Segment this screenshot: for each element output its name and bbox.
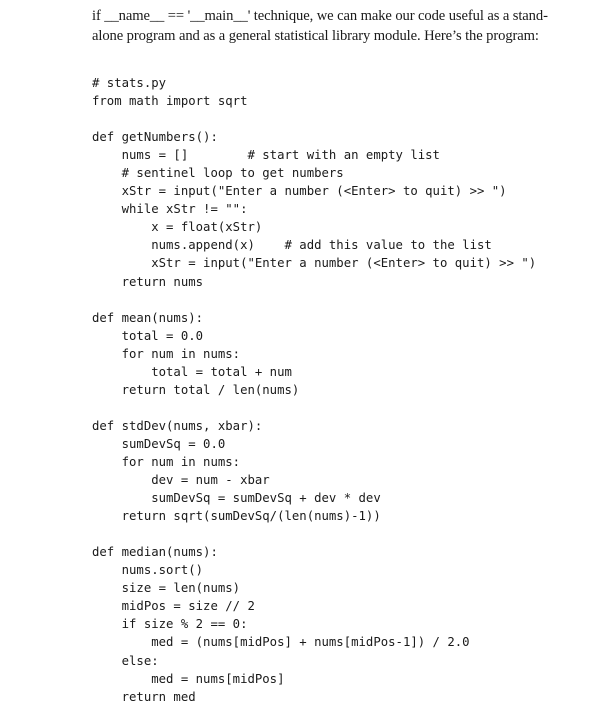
code-line: from math import sqrt xyxy=(92,94,248,109)
code-line: # stats.py xyxy=(92,76,167,90)
code-line: for num in nums: xyxy=(92,346,241,361)
code-line: def median(nums): xyxy=(92,545,218,560)
code-line: xStr = input("Enter a number (<Enter> to… xyxy=(92,256,537,271)
code-line xyxy=(92,525,536,543)
code-line: dev = num - xbar xyxy=(92,473,270,488)
code-line: else: xyxy=(92,653,159,668)
code-line: nums = [] # start with an empty list xyxy=(92,148,440,163)
code-line: return med xyxy=(92,689,196,704)
code-line: size = len(nums) xyxy=(92,581,241,596)
intro-paragraph: if __name__ == '__main__' technique, we … xyxy=(92,6,602,46)
code-line: if size % 2 == 0: xyxy=(92,617,248,632)
code-line: while xStr != "": xyxy=(92,202,248,217)
code-line: def stdDev(nums, xbar): xyxy=(92,418,263,433)
code-line: return sqrt(sumDevSq/(len(nums)-1)) xyxy=(92,509,381,524)
code-line: def mean(nums): xyxy=(92,310,204,325)
code-line: xStr = input("Enter a number (<Enter> to… xyxy=(92,184,507,199)
code-line xyxy=(92,399,536,417)
code-line: for num in nums: xyxy=(92,454,241,469)
code-line: midPos = size // 2 xyxy=(92,599,255,614)
code-line: nums.sort() xyxy=(92,563,204,578)
code-line: med = (nums[midPos] + nums[midPos-1]) / … xyxy=(92,635,470,650)
code-line: nums.append(x) # add this value to the l… xyxy=(92,238,492,253)
code-line xyxy=(92,291,536,309)
paragraph-line: if __name__ == '__main__' technique, we … xyxy=(92,8,548,24)
code-line: sumDevSq = sumDevSq + dev * dev xyxy=(92,491,381,506)
code-line: return total / len(nums) xyxy=(92,382,300,397)
code-line: total = total + num xyxy=(92,364,292,379)
code-line: # sentinel loop to get numbers xyxy=(92,166,344,181)
code-line: def getNumbers(): xyxy=(92,130,218,145)
code-line: x = float(xStr) xyxy=(92,220,263,235)
paragraph-line: alone program and as a general statistic… xyxy=(92,28,539,44)
code-line: sumDevSq = 0.0 xyxy=(92,436,226,451)
code-listing: # stats.py from math import sqrt def getNu… xyxy=(92,74,536,706)
code-line: total = 0.0 xyxy=(92,328,204,343)
code-line xyxy=(92,110,536,128)
code-line: med = nums[midPos] xyxy=(92,671,285,686)
code-line: return nums xyxy=(92,274,204,289)
